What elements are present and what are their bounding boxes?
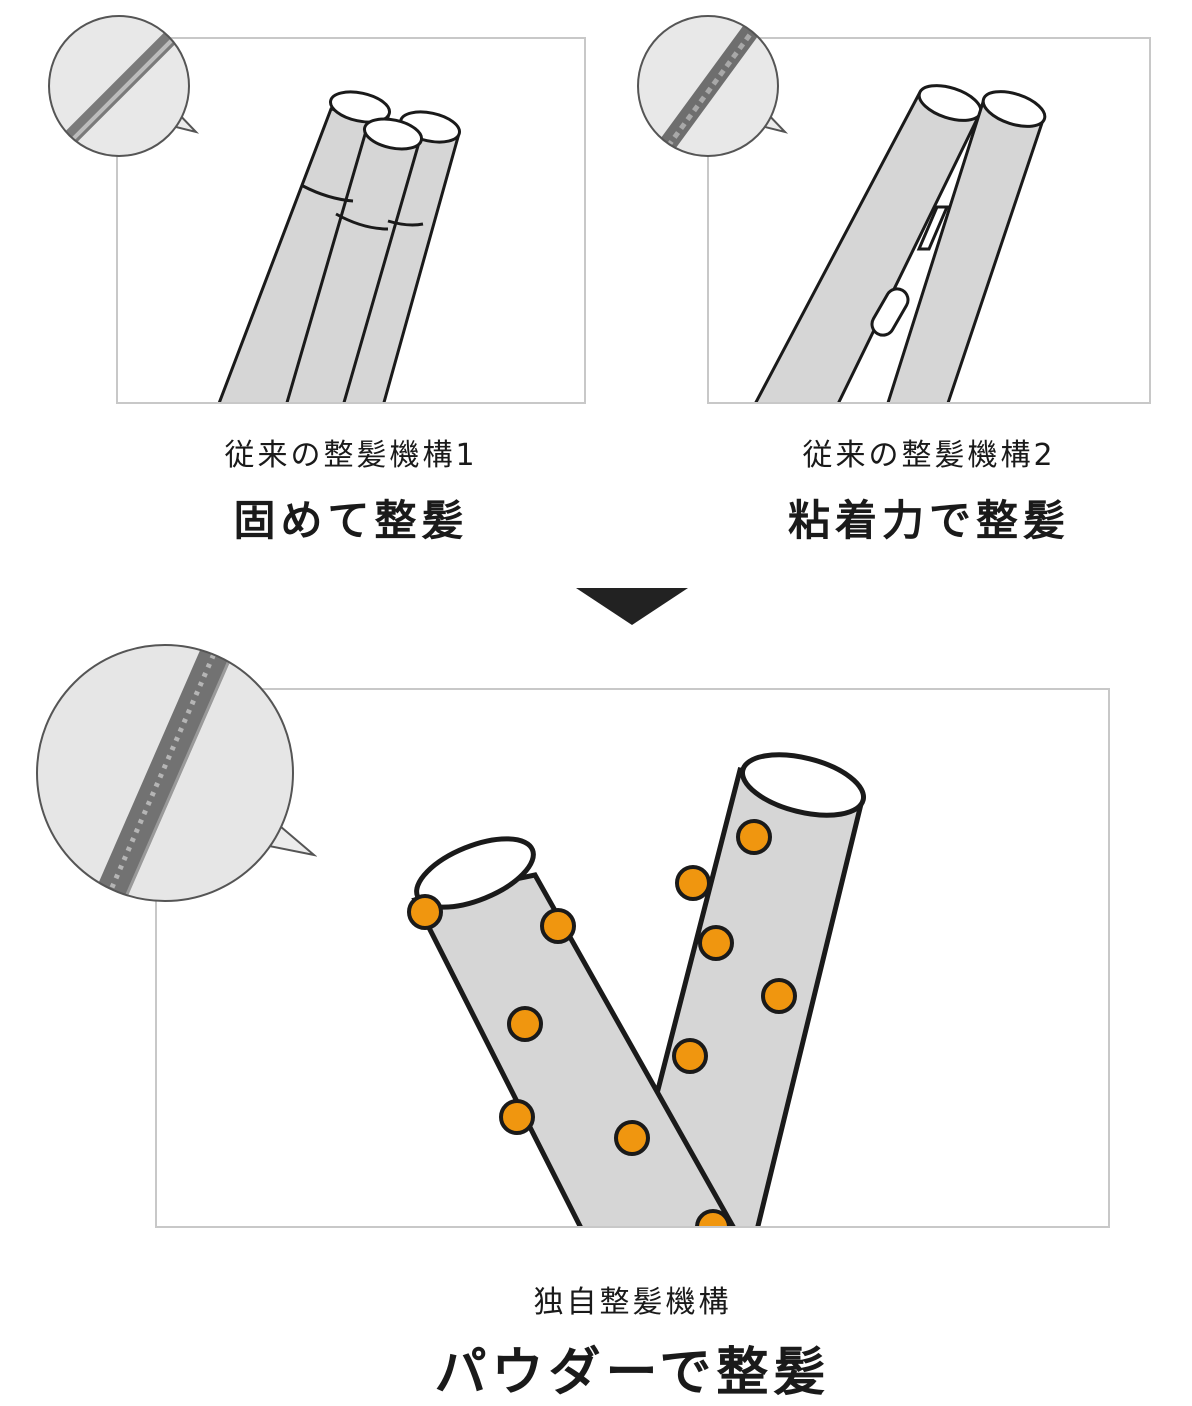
panel-2-subtitle: 従来の整髪機構2 bbox=[707, 430, 1151, 474]
microscope-closeup-bubble-3 bbox=[32, 640, 317, 914]
microscope-closeup-bubble-2 bbox=[633, 14, 793, 168]
panel-1-title: 固めて整髪 bbox=[116, 487, 586, 548]
panel-2-title: 粘着力で整髪 bbox=[707, 487, 1151, 548]
microscope-closeup-icon bbox=[44, 14, 204, 164]
microscope-closeup-icon bbox=[32, 640, 317, 910]
panel-3-subtitle: 独自整髪機構 bbox=[155, 1277, 1110, 1321]
down-triangle-arrow-icon bbox=[576, 588, 688, 630]
panel-1-subtitle: 従来の整髪機構1 bbox=[116, 430, 586, 474]
microscope-closeup-bubble-1 bbox=[44, 14, 204, 168]
panel-3-title: パウダーで整髪 bbox=[155, 1330, 1110, 1405]
microscope-closeup-icon bbox=[633, 14, 793, 164]
